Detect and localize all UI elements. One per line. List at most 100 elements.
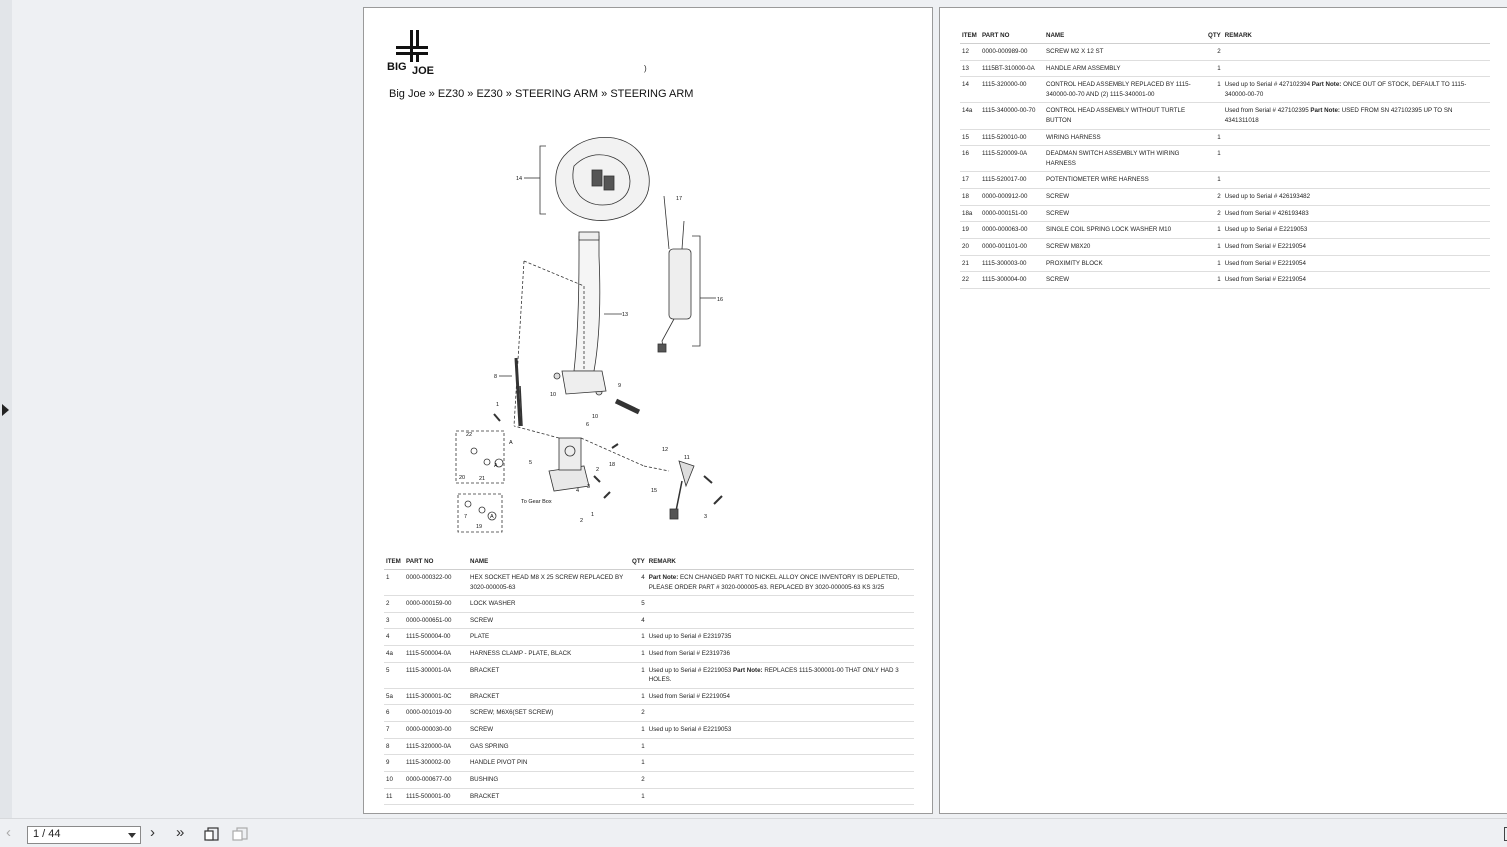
table-header-row: ITEM PART NO NAME QTY REMARK	[384, 556, 914, 570]
cell-part-no: 1115-300002-00	[404, 754, 468, 772]
cell-remark: Used from Serial # E2219054	[646, 688, 914, 706]
cell-item: 18	[960, 188, 980, 206]
cell-qty: 1	[1206, 238, 1223, 256]
remark-text: Used from Serial # 426193483	[1224, 209, 1309, 217]
remark-note-label: Part Note:	[1311, 81, 1342, 89]
cell-remark: Used up to Serial # 426193482	[1222, 188, 1490, 206]
cell-part-no: 1115-340000-00-70	[980, 102, 1044, 130]
cell-part-no: 0000-000912-00	[980, 188, 1044, 206]
cell-remark	[1222, 43, 1490, 61]
cell-part-no: 0000-000651-00	[404, 612, 468, 630]
chevron-right-icon[interactable]: ›	[150, 824, 155, 841]
cell-remark: Used up to Serial # 427102394 Part Note:…	[1222, 76, 1490, 104]
svg-text:10: 10	[550, 392, 556, 398]
cell-name: SCREW M8X20	[1044, 238, 1206, 256]
cell-remark: Used from Serial # E2219054	[1222, 255, 1490, 273]
header-qty: QTY	[630, 556, 647, 570]
cell-item: 2	[384, 595, 404, 613]
sidebar-strip	[0, 0, 12, 818]
cell-remark: Used up to Serial # E2219053	[1222, 221, 1490, 239]
cell-name: HARNESS CLAMP - PLATE, BLACK	[468, 645, 630, 663]
cell-qty: 1	[1206, 171, 1223, 190]
remark-note-label: Part Note:	[1310, 107, 1340, 115]
cell-item: 7	[384, 721, 404, 739]
cell-name: SCREW	[468, 721, 630, 739]
page-indicator: 1 / 44	[33, 828, 61, 840]
cell-qty: 1	[1206, 255, 1223, 273]
header-remark: REMARK	[646, 556, 914, 570]
toolbar-edge-control[interactable]	[1504, 827, 1507, 841]
cell-name: BRACKET	[468, 788, 630, 806]
cell-remark	[646, 738, 914, 756]
svg-text:A: A	[490, 514, 494, 520]
cell-name: POTENTIOMETER WIRE HARNESS	[1044, 171, 1206, 190]
svg-text:3: 3	[704, 514, 707, 520]
cell-remark	[646, 754, 914, 772]
cell-remark: Used from Serial # E2319736	[646, 645, 914, 663]
cell-part-no: 1115-300003-00	[980, 255, 1044, 273]
cell-qty: 1	[1206, 129, 1223, 147]
cell-qty: 1	[1206, 221, 1223, 239]
sidebar-toggle-icon[interactable]	[2, 404, 9, 416]
single-page-view-icon[interactable]	[204, 827, 220, 841]
header-item: ITEM	[960, 30, 980, 44]
double-chevron-right-icon[interactable]: »	[176, 824, 185, 841]
svg-text:1: 1	[591, 512, 594, 518]
cell-name: GAS SPRING	[468, 738, 630, 756]
document-viewer[interactable]: BIG JOE ) Big Joe » EZ30 » EZ30 » STEERI…	[12, 0, 1507, 818]
cell-qty: 1	[630, 788, 647, 806]
cell-part-no: 1115-300001-0A	[404, 662, 468, 689]
svg-text:10: 10	[592, 414, 598, 420]
remark-text: Used up to Serial # E2319735	[648, 633, 732, 641]
cell-qty: 4	[630, 569, 647, 597]
cell-item: 19	[960, 221, 980, 239]
cell-name: CONTROL HEAD ASSEMBLY WITHOUT TURTLE BUT…	[1044, 102, 1206, 130]
remark-text: USED FROM SN 427102395 UP TO SN 43413110…	[1224, 107, 1453, 125]
header-qty: QTY	[1206, 30, 1223, 44]
cell-qty: 1	[630, 628, 647, 647]
cell-item: 14a	[960, 102, 980, 130]
svg-text:19: 19	[476, 524, 482, 530]
cell-name: CONTROL HEAD ASSEMBLY REPLACED BY 1115-3…	[1044, 76, 1206, 104]
cell-part-no: 1115-320000-00	[980, 76, 1044, 104]
cell-name: SCREW	[468, 612, 630, 630]
cell-name: LOCK WASHER	[468, 595, 630, 613]
cell-part-no: 0000-000989-00	[980, 43, 1044, 61]
chevron-left-icon[interactable]: ‹	[6, 824, 11, 841]
svg-text:6: 6	[586, 422, 589, 428]
two-page-view-icon[interactable]	[232, 827, 248, 841]
cell-name: BRACKET	[468, 662, 630, 689]
remark-text: Used up to Serial # 427102394	[1224, 81, 1312, 89]
remark-note-label: Part Note:	[648, 574, 679, 581]
svg-text:JOE: JOE	[412, 65, 434, 76]
cell-remark: Used from Serial # 426193483	[1222, 205, 1490, 223]
cell-name: DEADMAN SWITCH ASSEMBLY WITH WIRING HARN…	[1044, 145, 1206, 173]
page-select[interactable]: 1 / 44	[27, 826, 141, 844]
svg-text:2: 2	[596, 467, 599, 473]
svg-text:21: 21	[479, 476, 485, 482]
cell-remark	[1222, 129, 1490, 147]
cell-part-no: 1115-520009-0A	[980, 145, 1044, 173]
cell-item: 10	[384, 771, 404, 789]
cell-part-no: 1115-500004-00	[404, 628, 468, 647]
remark-text: ECN CHANGED PART TO NICKEL ALLOY ONCE IN…	[648, 574, 900, 591]
cell-qty: 2	[1206, 43, 1223, 61]
svg-text:A: A	[494, 463, 498, 469]
cell-name: PLATE	[468, 628, 630, 647]
cell-name: SCREW M2 X 12 ST	[1044, 43, 1206, 61]
svg-text:8: 8	[494, 374, 497, 380]
cell-qty: 1	[630, 721, 647, 739]
cell-item: 11	[384, 788, 404, 806]
remark-text: Used from Serial # 427102395	[1224, 107, 1311, 115]
cell-item: 16	[960, 145, 980, 173]
cell-item: 4a	[384, 645, 404, 663]
big-joe-logo: BIG JOE	[387, 30, 434, 76]
